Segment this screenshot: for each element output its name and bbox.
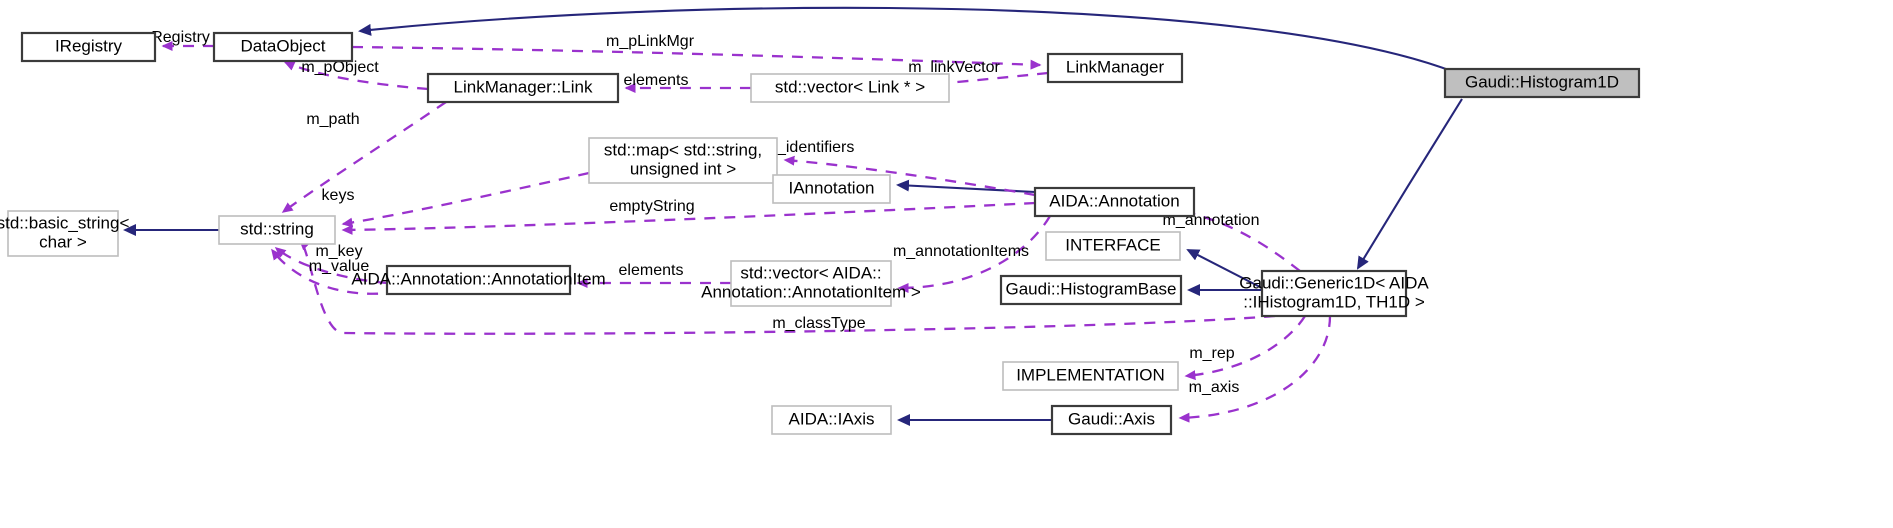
class-node-label: ::IHistogram1D, TH1D > <box>1243 292 1425 311</box>
edge-usage-m_annotation <box>1160 203 1301 272</box>
edge-usage-keys <box>341 171 590 228</box>
class-node-label: LinkManager::Link <box>454 77 593 96</box>
class-node-aidaiaxis[interactable]: AIDA::IAxis <box>771 405 892 435</box>
class-node-annotationitem[interactable]: AIDA::Annotation::AnnotationItem <box>351 264 606 296</box>
class-node-label: std::basic_string< <box>0 213 129 232</box>
class-node-label: AIDA::Annotation <box>1049 191 1179 210</box>
class-node-iannotation[interactable]: IAnnotation <box>772 174 891 204</box>
class-node-label: Annotation::AnnotationItem > <box>701 282 921 301</box>
class-node-mapstringuint[interactable]: std::map< std::string,unsigned int > <box>588 137 778 184</box>
class-node-label: IRegistry <box>55 36 123 55</box>
class-node-vectorlinkptr[interactable]: std::vector< Link * > <box>750 73 950 103</box>
class-node-box[interactable] <box>588 137 778 184</box>
class-node-box[interactable] <box>20 31 157 63</box>
edge-label-m_value: m_value <box>309 258 370 275</box>
class-node-histogram1d[interactable]: Gaudi::Histogram1D <box>1443 67 1641 99</box>
class-node-label: IAnnotation <box>788 178 874 197</box>
class-node-stdstring[interactable]: std::string <box>218 215 336 245</box>
class-node-label: LinkManager <box>1066 57 1165 76</box>
edge-label-m_linkVector: m_linkVector <box>908 59 1000 76</box>
class-node-box[interactable] <box>1033 186 1196 218</box>
class-node-label: AIDA::Annotation::AnnotationItem <box>351 269 605 288</box>
edge-label-keys: keys <box>322 187 355 204</box>
class-node-linkmanager[interactable]: LinkManager <box>1046 52 1184 84</box>
class-node-box[interactable] <box>1443 67 1641 99</box>
edge-usage-emptyString <box>341 201 1036 235</box>
class-node-label: Gaudi::Histogram1D <box>1465 72 1619 91</box>
edge-inheritance-histogram1d-generic1d <box>1356 98 1463 270</box>
class-node-label: Gaudi::Axis <box>1068 409 1155 428</box>
edge-inheritance-generic1d-interface <box>1186 249 1263 289</box>
edge-inheritance-histogram1d-dataobject <box>358 6 1455 73</box>
class-node-box[interactable] <box>218 215 336 245</box>
class-node-generic1d[interactable]: Gaudi::Generic1D< AIDA::IHistogram1D, TH… <box>1239 269 1429 318</box>
edge-label-m_identifiers: m_identifiers <box>764 139 855 156</box>
edge-label-elements-link: elements <box>624 72 689 89</box>
class-node-label: unsigned int > <box>630 159 736 178</box>
edge-label-emptyString: emptyString <box>609 198 694 215</box>
edge-label-m_rep: m_rep <box>1189 345 1234 362</box>
class-node-gaudiaxis[interactable]: Gaudi::Axis <box>1050 404 1173 436</box>
class-node-box[interactable] <box>1045 231 1181 261</box>
class-node-box[interactable] <box>426 72 620 104</box>
edge-label-m_pObject: m_pObject <box>301 59 379 76</box>
class-node-label: std::vector< Link * > <box>775 77 925 96</box>
class-node-vectorannitem[interactable]: std::vector< AIDA::Annotation::Annotatio… <box>701 260 921 307</box>
edge-usage-m_annotationItems <box>897 215 1051 293</box>
class-node-box[interactable] <box>1046 52 1184 84</box>
class-node-box[interactable] <box>7 210 119 257</box>
class-node-box[interactable] <box>1002 361 1179 391</box>
class-node-aidaannotation[interactable]: AIDA::Annotation <box>1033 186 1196 218</box>
class-node-box[interactable] <box>730 260 892 307</box>
edge-label-m_annotationItems: m_annotationItems <box>893 243 1029 260</box>
class-node-label: std::string <box>240 219 314 238</box>
edge-label-m_path: m_path <box>306 111 359 128</box>
class-node-box[interactable] <box>385 264 572 296</box>
edge-usage-m_classType <box>298 238 1276 335</box>
edge-usage-m_identifiers <box>783 155 1036 197</box>
class-node-box[interactable] <box>771 405 892 435</box>
class-node-implementation[interactable]: IMPLEMENTATION <box>1002 361 1179 391</box>
class-node-histogrambase[interactable]: Gaudi::HistogramBase <box>999 274 1183 306</box>
class-node-box[interactable] <box>1050 404 1173 436</box>
class-node-box[interactable] <box>999 274 1183 306</box>
class-node-label: std::map< std::string, <box>604 140 762 159</box>
edge-usage-m_axis <box>1178 315 1332 423</box>
class-node-linkmanagerlink[interactable]: LinkManager::Link <box>426 72 620 104</box>
class-node-box[interactable] <box>1260 269 1408 318</box>
class-node-box[interactable] <box>212 31 354 63</box>
edges-layer <box>123 6 1463 426</box>
edge-usage-m_value <box>271 248 399 295</box>
edge-usage-m_rep <box>1184 315 1306 381</box>
class-node-interface[interactable]: INTERFACE <box>1045 231 1181 261</box>
edge-label-m_classType: m_classType <box>772 315 865 332</box>
edge-usage-m_pLinkMgr <box>351 45 1042 70</box>
edge-label-m_key: m_key <box>315 243 362 260</box>
class-node-label: INTERFACE <box>1065 235 1160 254</box>
class-node-label: std::vector< AIDA:: <box>740 263 881 282</box>
class-node-box[interactable] <box>772 174 891 204</box>
class-node-label: AIDA::IAxis <box>789 409 875 428</box>
edge-label-m_axis: m_axis <box>1189 379 1240 396</box>
class-node-dataobject[interactable]: DataObject <box>212 31 354 63</box>
edge-usage-m_key <box>274 247 388 285</box>
edge-label-elements-annotationitem: elements <box>619 262 684 279</box>
class-node-box[interactable] <box>750 73 950 103</box>
class-node-basicstring[interactable]: std::basic_string<char > <box>0 210 129 257</box>
class-node-label: Gaudi::HistogramBase <box>1005 279 1176 298</box>
class-node-label: DataObject <box>240 36 325 55</box>
edge-label-m_pLinkMgr: m_pLinkMgr <box>606 33 695 50</box>
class-node-label: char > <box>39 232 87 251</box>
class-node-label: IMPLEMENTATION <box>1016 365 1165 384</box>
edge-usage-m_path <box>281 101 447 213</box>
class-node-iregistry[interactable]: IRegistry <box>20 31 157 63</box>
class-node-label: Gaudi::Generic1D< AIDA <box>1239 273 1429 292</box>
